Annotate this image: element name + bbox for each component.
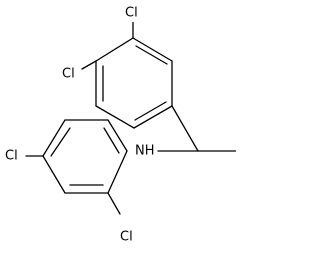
bond bbox=[42, 119, 66, 157]
bond bbox=[42, 155, 66, 194]
atom-label-cl-bottom: Cl bbox=[120, 230, 133, 245]
bond bbox=[50, 127, 71, 157]
atom-cl-top: Cl bbox=[123, 4, 143, 22]
lower-benzene-ring bbox=[42, 119, 128, 194]
atom-cl-left: Cl bbox=[3, 147, 23, 165]
chemical-structure-diagram: Cl Cl Cl Cl NH bbox=[3, 4, 236, 246]
atom-cl-bottom: Cl bbox=[118, 228, 138, 246]
bond-ring-to-ch bbox=[171, 105, 199, 152]
atom-label-nh: NH bbox=[135, 144, 155, 159]
atom-cl-upper-left: Cl bbox=[60, 65, 80, 83]
atom-nh: NH bbox=[133, 142, 157, 160]
atom-label-cl-top: Cl bbox=[125, 6, 138, 21]
bond bbox=[103, 127, 120, 154]
bond bbox=[107, 119, 128, 152]
bond bbox=[135, 45, 168, 65]
bond bbox=[95, 105, 135, 129]
atom-label-cl-left: Cl bbox=[5, 149, 18, 164]
bond bbox=[107, 150, 128, 194]
bond bbox=[134, 101, 167, 121]
upper-benzene-ring bbox=[95, 37, 173, 129]
bond-to-cl-bottom bbox=[107, 192, 121, 215]
bond bbox=[133, 105, 173, 129]
bond bbox=[132, 37, 173, 62]
atom-label-cl-upper-left: Cl bbox=[62, 67, 75, 82]
bond-to-cl-upper-left bbox=[81, 60, 97, 70]
bond bbox=[95, 37, 134, 62]
